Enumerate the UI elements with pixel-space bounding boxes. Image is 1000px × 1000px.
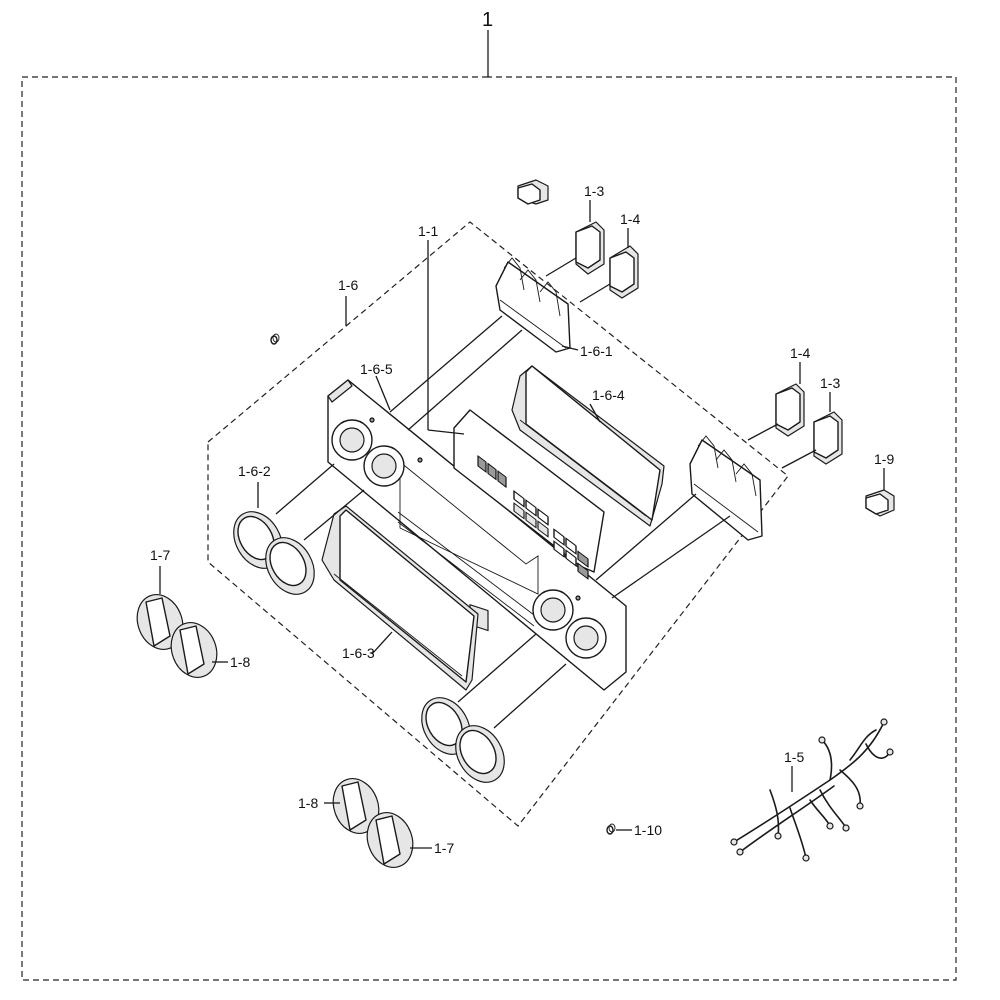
label-cap: 1-9 bbox=[874, 451, 894, 467]
knob-ring-1: 1-6-2 bbox=[233, 463, 283, 569]
label-screw: 1-10 bbox=[634, 822, 662, 838]
lens-lower: 1-6-3 bbox=[321, 505, 479, 691]
lens-upper: 1-6-4 bbox=[511, 365, 665, 527]
knob-ring-4 bbox=[455, 725, 505, 783]
clip-1-4-top: 1-4 bbox=[609, 211, 640, 299]
cap-part: 1-9 bbox=[865, 451, 895, 517]
label-bracket: 1-6-1 bbox=[580, 343, 613, 359]
clip-1-3-right: 1-3 bbox=[813, 375, 843, 465]
knob-1-8-bottom: 1-8 bbox=[298, 778, 380, 834]
label-clip-4-top: 1-4 bbox=[620, 211, 640, 227]
clip-1-3-top: 1-3 bbox=[575, 183, 605, 275]
knob-1-8-left: 1-8 bbox=[170, 622, 250, 678]
top-clip-part bbox=[517, 179, 549, 205]
subassembly-boundary: 1-6 bbox=[207, 221, 789, 827]
label-knob-a-bottom: 1-7 bbox=[434, 840, 454, 856]
label-control-panel: 1-1 bbox=[418, 223, 438, 239]
label-harness: 1-5 bbox=[784, 749, 804, 765]
label-knob-b-bottom: 1-8 bbox=[298, 795, 318, 811]
label-clip-3-top: 1-3 bbox=[584, 183, 604, 199]
knob-1-7-left: 1-7 bbox=[136, 547, 184, 650]
label-knob-ring: 1-6-2 bbox=[238, 463, 271, 479]
trim-frame: 1-6-5 bbox=[327, 361, 627, 691]
bracket-top: 1-6-1 bbox=[495, 257, 613, 359]
screw-part: 1-10 bbox=[606, 822, 662, 838]
label-knob-b-left: 1-8 bbox=[230, 654, 250, 670]
assembly-boundary: 1 bbox=[21, 9, 957, 981]
wire-harness: 1-5 bbox=[730, 718, 894, 862]
label-panel-frame: 1-6 bbox=[338, 277, 358, 293]
label-trim: 1-6-5 bbox=[360, 361, 393, 377]
clip-1-4-right: 1-4 bbox=[775, 345, 810, 437]
label-lens-lower: 1-6-3 bbox=[342, 645, 375, 661]
bracket-right bbox=[689, 435, 763, 541]
small-screw-top bbox=[270, 333, 280, 345]
label-lens-upper: 1-6-4 bbox=[592, 387, 625, 403]
knob-ring-2 bbox=[265, 537, 315, 595]
label-knob-a-left: 1-7 bbox=[150, 547, 170, 563]
label-assembly: 1 bbox=[482, 9, 493, 31]
knob-1-7-bottom: 1-7 bbox=[366, 812, 454, 868]
label-clip-4-right: 1-4 bbox=[790, 345, 810, 361]
leader-lines bbox=[275, 257, 817, 729]
label-clip-3-right: 1-3 bbox=[820, 375, 840, 391]
